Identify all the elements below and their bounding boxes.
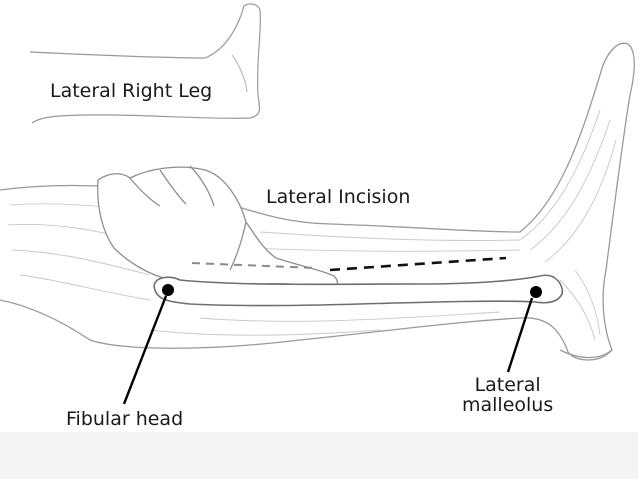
lateral-malleolus-leader: [506, 297, 534, 373]
lateral-malleolus-label: Lateral malleolus: [462, 374, 554, 416]
fibula-outline: [153, 274, 564, 307]
fibular-head-label: Fibular head: [66, 408, 184, 430]
fibular-head-leader: [122, 295, 168, 405]
lateral-malleolus-point: [530, 286, 542, 298]
footer-band: [0, 432, 638, 479]
incision-line: [191, 256, 507, 272]
fibular-head-point: [162, 284, 174, 296]
inset-leg-outline: [29, 3, 261, 124]
lateral-malleolus-label-line2: malleolus: [462, 393, 554, 416]
incision-label: Lateral Incision: [266, 186, 411, 208]
lateral-malleolus-label-line1: Lateral: [474, 374, 541, 396]
inset-title: Lateral Right Leg: [50, 80, 213, 102]
